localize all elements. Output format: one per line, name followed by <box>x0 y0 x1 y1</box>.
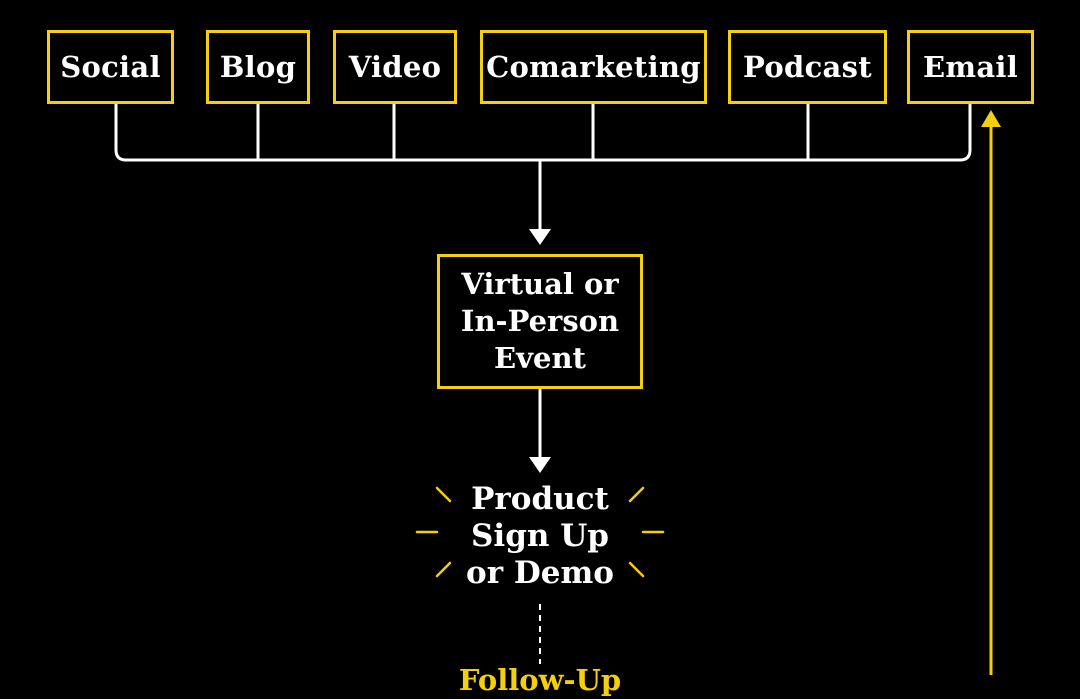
ray-top-right <box>628 486 645 503</box>
channel-social-box: Social <box>47 30 174 104</box>
product-line-2: Sign Up <box>471 518 609 554</box>
channel-video-box: Video <box>333 30 457 104</box>
ray-top-left <box>435 486 452 503</box>
sparkle-rays <box>415 486 665 578</box>
channel-social-label: Social <box>60 50 161 84</box>
channel-podcast-label: Podcast <box>743 50 872 84</box>
channel-email-label: Email <box>922 50 1019 84</box>
channel-comarketing-box: Comarketing <box>480 30 707 104</box>
connector-email <box>959 103 972 162</box>
flow-diagram <box>114 103 1001 675</box>
connector-social <box>114 103 127 162</box>
channel-podcast-box: Podcast <box>728 30 887 104</box>
channel-comarketing-label: Comarketing <box>486 50 701 84</box>
ray-bottom-right <box>628 561 645 578</box>
channel-email-box: Email <box>907 30 1034 104</box>
followup-label: Follow-Up <box>458 663 622 697</box>
event-box: Virtual or In-Person Event <box>437 254 643 389</box>
channel-connector-lines <box>114 103 972 232</box>
product-line-1: Product <box>471 481 609 517</box>
product-line-3: or Demo <box>466 555 614 591</box>
channel-blog-label: Blog <box>219 50 297 84</box>
ray-bottom-left <box>435 561 452 578</box>
arrow-to-product <box>529 457 551 473</box>
product-node: Product Sign Up or Demo <box>440 481 640 592</box>
arrow-to-email <box>981 110 1001 127</box>
channel-blog-box: Blog <box>206 30 310 104</box>
arrow-to-event <box>529 229 551 245</box>
event-line-3: Event <box>494 341 586 375</box>
channel-video-label: Video <box>348 50 442 84</box>
event-line-1: Virtual or <box>461 267 619 301</box>
event-line-2: In-Person <box>460 304 620 338</box>
